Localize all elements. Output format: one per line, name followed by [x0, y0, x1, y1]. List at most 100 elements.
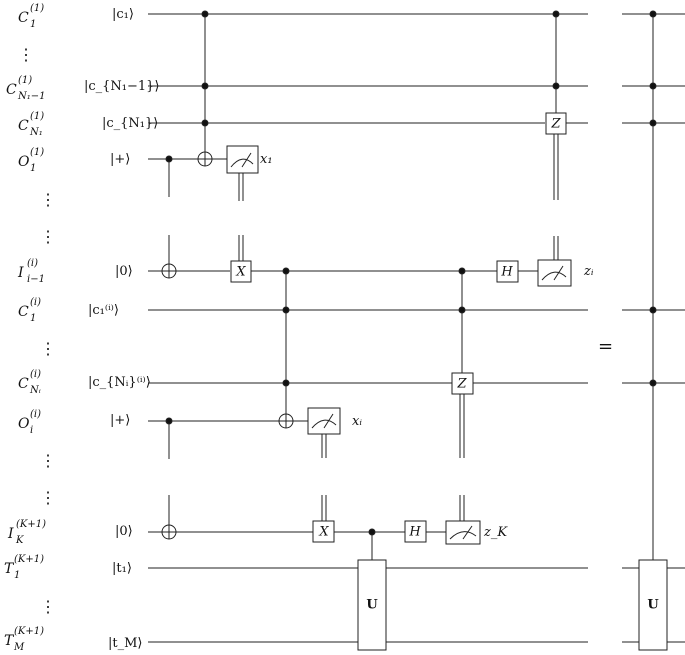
control-dot	[553, 11, 559, 17]
row-label-o1: O 1 (1)	[18, 147, 44, 174]
control-dot	[283, 380, 289, 386]
control-dot	[650, 83, 656, 89]
vertical-ellipsis: ⋮	[40, 597, 56, 616]
control-dot	[202, 11, 208, 17]
ket-label: |0⟩	[115, 524, 133, 539]
vertical-ellipsis: ⋮	[40, 339, 56, 358]
z-gate: Z	[546, 113, 566, 134]
measurement-output-label: x₁	[260, 152, 273, 167]
row-labels: C 1 (1) ⋮ C N₁−1 (1) C N₁ (1) O 1 (1) ⋮ …	[4, 3, 56, 653]
vertical-ellipsis: ⋮	[40, 488, 56, 507]
row-label-sup: (K+1)	[16, 519, 46, 530]
gate-label: Z	[456, 377, 467, 392]
gate-label: H	[408, 525, 421, 540]
measurement-meter-icon	[538, 260, 571, 286]
ket-label: |t₁⟩	[112, 561, 132, 576]
control-dot	[650, 380, 656, 386]
ket-label: |c₁⟩	[112, 7, 134, 22]
row-label-sub: K	[15, 535, 24, 546]
measurement-meter-icon	[227, 146, 258, 173]
cnot-target-icon	[162, 525, 176, 539]
ket-label: |c_{N₁−1}⟩	[84, 79, 160, 94]
ket-label: |t_M⟩	[108, 636, 143, 651]
control-dot	[553, 83, 559, 89]
control-dot	[650, 307, 656, 313]
u-gate: U	[358, 560, 386, 650]
row-label-sub: i	[30, 425, 33, 436]
row-label-tm: T M (K+1)	[4, 626, 44, 653]
row-label-sup: (i)	[27, 258, 38, 269]
measurements: x₁ zᵢ xᵢ z_K	[227, 146, 594, 544]
row-label-oi: O i (i)	[18, 409, 41, 436]
row-label-letter: C	[6, 82, 17, 98]
row-label-sub: M	[13, 642, 25, 653]
row-label-sub: 1	[30, 313, 36, 324]
row-label-letter: C	[18, 304, 29, 320]
controls	[166, 11, 656, 560]
row-label-letter: I	[17, 265, 24, 281]
control-dot	[283, 307, 289, 313]
control-dot	[459, 268, 465, 274]
initial-kets: |c₁⟩ |c_{N₁−1}⟩ |c_{N₁}⟩ |+⟩ |0⟩ |c₁⁽ⁱ⁾⟩…	[84, 7, 160, 651]
row-label-letter: T	[4, 633, 15, 649]
control-dot	[650, 120, 656, 126]
row-label-sup: (i)	[30, 409, 41, 420]
row-label-sub: 1	[14, 570, 20, 581]
gate-label: U	[366, 598, 378, 613]
row-label-c1-i: C 1 (i)	[18, 297, 41, 324]
vertical-ellipsis: ⋮	[18, 45, 34, 64]
ket-label: |c₁⁽ⁱ⁾⟩	[88, 303, 119, 318]
equals-sign: =	[598, 336, 613, 357]
h-gate: H	[497, 261, 518, 282]
row-label-cn1m1: C N₁−1 (1)	[6, 75, 46, 102]
row-label-c1-1: C 1 (1)	[18, 3, 44, 30]
control-dot	[650, 11, 656, 17]
control-dot	[202, 83, 208, 89]
cnot-target-icon	[279, 414, 293, 428]
row-label-sup: (1)	[30, 111, 44, 122]
control-dot	[283, 268, 289, 274]
gates: Z X H Z X H U	[231, 113, 667, 650]
u-gate: U	[639, 560, 667, 650]
measurement-output-label: zᵢ	[583, 264, 594, 279]
ket-label: |c_{N₁}⟩	[102, 116, 158, 131]
row-label-t1: T 1 (K+1)	[4, 554, 44, 581]
row-label-sup: (1)	[18, 75, 32, 86]
row-label-letter: O	[18, 154, 30, 170]
gate-label: U	[647, 598, 659, 613]
row-label-ik: I K (K+1)	[7, 519, 46, 546]
row-label-sub: N₁−1	[17, 91, 46, 102]
row-label-sub: Nᵢ	[29, 385, 41, 396]
row-label-sub: 1	[30, 19, 36, 30]
classical-wires	[239, 134, 558, 521]
x-gate: X	[231, 261, 251, 282]
gate-label: X	[318, 525, 329, 540]
control-dot	[166, 156, 172, 162]
h-gate: H	[405, 521, 426, 542]
control-dot	[166, 418, 172, 424]
ket-label: |0⟩	[115, 264, 133, 279]
cnot-target-icon	[198, 152, 212, 166]
gate-label: X	[235, 265, 246, 280]
quantum-wires	[148, 14, 685, 642]
control-dot	[369, 529, 375, 535]
row-label-letter: T	[4, 561, 15, 577]
cnot-targets	[162, 152, 293, 539]
row-label-sup: (1)	[30, 147, 44, 158]
measurement-meter-icon	[308, 408, 340, 434]
row-label-letter: O	[18, 416, 30, 432]
row-label-sup: (i)	[30, 369, 41, 380]
x-gate: X	[313, 521, 334, 542]
row-label-letter: C	[18, 10, 29, 26]
vertical-ellipsis: ⋮	[40, 227, 56, 246]
gate-label: H	[500, 265, 513, 280]
vertical-ellipsis: ⋮	[40, 451, 56, 470]
gate-label: Z	[550, 117, 561, 132]
row-label-i-im1: I i−1 (i)	[17, 258, 45, 285]
row-label-sub: 1	[30, 163, 36, 174]
row-label-cni-i: C Nᵢ (i)	[18, 369, 41, 396]
row-label-sup: (1)	[30, 3, 44, 14]
row-label-sup: (i)	[30, 297, 41, 308]
ket-label: |+⟩	[110, 413, 130, 428]
